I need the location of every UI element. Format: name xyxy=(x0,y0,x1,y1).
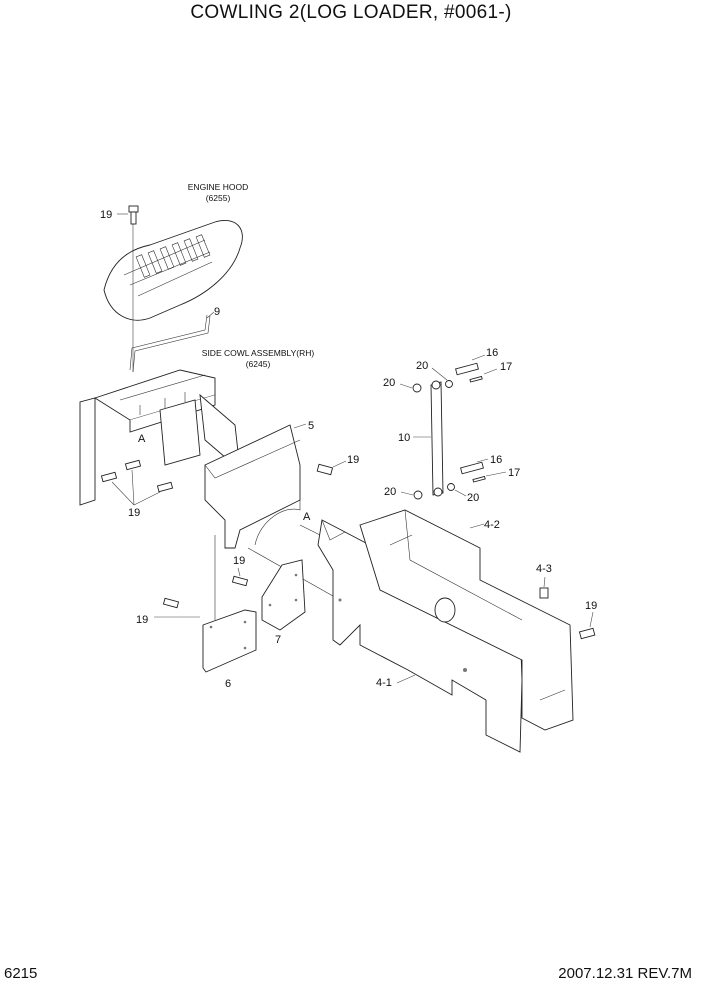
callout-19-bolt: 19 xyxy=(136,614,148,626)
callout-16-bot: 16 xyxy=(490,454,502,466)
page-number: 6215 xyxy=(4,965,38,982)
callout-16-top: 16 xyxy=(486,347,498,359)
callout-19-right: 19 xyxy=(585,600,597,612)
engine-hood-label: ENGINE HOOD xyxy=(188,182,248,192)
panel-4-2 xyxy=(359,509,574,731)
callout-20-left: 20 xyxy=(383,377,395,389)
engine-hood xyxy=(103,220,243,372)
callout-4-1: 4-1 xyxy=(376,677,392,689)
callout-17-bot: 17 xyxy=(508,467,520,479)
callout-4-2: 4-2 xyxy=(484,519,500,531)
cover-5 xyxy=(204,424,301,549)
callout-19-left: 19 xyxy=(128,507,140,519)
bolt-19-right xyxy=(578,627,596,640)
part-4-3 xyxy=(539,587,549,599)
bolt-19-hood xyxy=(128,205,139,225)
panel-4-1 xyxy=(317,519,523,753)
rod-9 xyxy=(129,314,211,373)
revision-date: 2007.12.31 REV.7M xyxy=(558,965,692,982)
page-title: COWLING 2(LOG LOADER, #0061-) xyxy=(190,2,512,23)
callout-20-bot: 20 xyxy=(467,492,479,504)
callout-19-mid: 19 xyxy=(347,454,359,466)
bolt-19-mid xyxy=(316,463,334,476)
plate-7 xyxy=(261,559,306,631)
callout-9: 9 xyxy=(214,306,220,318)
callout-6: 6 xyxy=(225,678,231,690)
callout-17-top: 17 xyxy=(500,361,512,373)
callout-4-3: 4-3 xyxy=(536,563,552,575)
bolts-19-left xyxy=(100,459,174,493)
callout-7: 7 xyxy=(275,634,281,646)
side-cowl-frame xyxy=(79,369,241,506)
pins-16-17 xyxy=(455,362,486,483)
engine-hood-ref: (6255) xyxy=(206,193,231,203)
callout-10: 10 xyxy=(398,432,410,444)
washers-20 xyxy=(412,380,455,500)
callout-20-top: 20 xyxy=(416,360,428,372)
bolt-19-bolt xyxy=(162,597,180,609)
callout-a-right: A xyxy=(303,511,311,523)
stay-10 xyxy=(430,380,444,497)
callout-19-plate: 19 xyxy=(233,555,245,567)
bolt-19-plate xyxy=(231,575,249,587)
callout-5: 5 xyxy=(308,420,314,432)
plate-6 xyxy=(202,609,257,673)
callout-19-hood: 19 xyxy=(100,209,112,221)
side-cowl-ref: (6245) xyxy=(246,359,271,369)
callout-a-left: A xyxy=(138,433,146,445)
side-cowl-label: SIDE COWL ASSEMBLY(RH) xyxy=(202,348,315,358)
callout-20-botleft: 20 xyxy=(384,486,396,498)
